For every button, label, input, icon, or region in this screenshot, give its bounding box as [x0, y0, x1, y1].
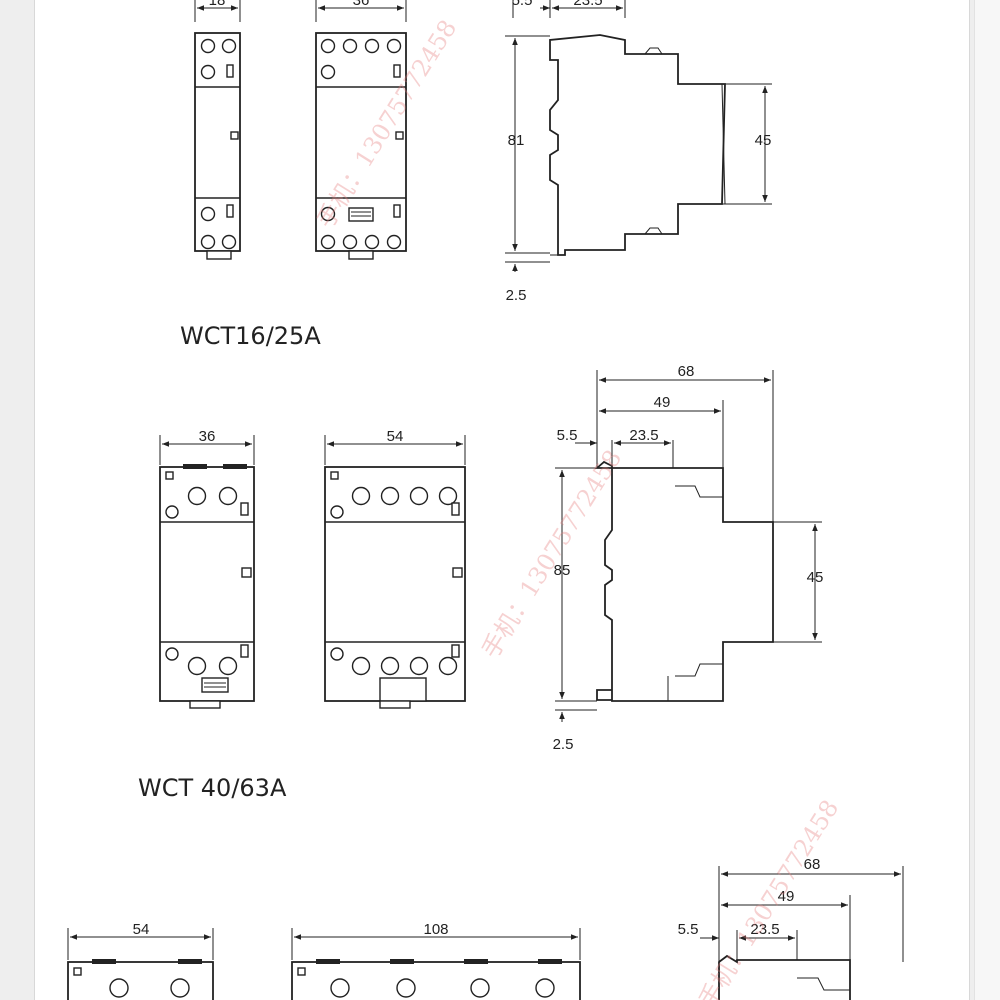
dim-bottom-label: 2.5: [506, 287, 527, 304]
front-view-36mm: 36: [315, 0, 407, 260]
side-view: 68 49 5.5 23.5 85 2.5 45: [553, 363, 824, 753]
dim-height-label: 85: [554, 562, 571, 579]
dim-width-label: 36: [199, 428, 216, 445]
section-1: 18 36: [180, 0, 772, 350]
dim-top-left-label: 5.5: [678, 921, 699, 938]
dim-top-left-label: 5.5: [512, 0, 533, 9]
dim-top-mid-label: 23.5: [573, 0, 602, 9]
model-label: WCT16/25A: [180, 322, 321, 350]
front-view-36mm: 36: [159, 428, 255, 709]
dim-width-label: 108: [423, 921, 448, 938]
dim-top-mid-label: 23.5: [750, 921, 779, 938]
dim-mid-label: 49: [778, 888, 795, 905]
dim-bottom-label: 2.5: [553, 736, 574, 753]
dim-width-label: 54: [387, 428, 404, 445]
front-view-54mm: 54: [324, 428, 466, 709]
front-view-54mm: 54: [67, 921, 214, 1000]
dim-overall-label: 68: [678, 363, 695, 380]
dim-top-left-label: 5.5: [557, 427, 578, 444]
right-edge-strip: [974, 0, 1000, 1000]
dim-overall-label: 68: [804, 856, 821, 873]
dim-rail-label: 45: [755, 132, 772, 149]
dim-height-label: 81: [508, 132, 525, 149]
model-label: WCT 40/63A: [138, 774, 287, 802]
side-view: 5.5 23.5 81 2.5 45: [505, 0, 772, 304]
front-view-18mm: 18: [194, 0, 241, 260]
dim-rail-label: 45: [807, 569, 824, 586]
dim-width-label: 18: [209, 0, 226, 9]
dim-width-label: 54: [133, 921, 150, 938]
section-3: 54 108 68 49: [67, 856, 904, 1000]
dim-mid-label: 49: [654, 394, 671, 411]
dim-top-mid-label: 23.5: [629, 427, 658, 444]
side-view: 68 49 5.5 23.5: [678, 856, 904, 1000]
dim-width-label: 36: [353, 0, 370, 9]
front-view-108mm: 108: [291, 921, 581, 1000]
section-2: 36 54: [138, 363, 823, 802]
